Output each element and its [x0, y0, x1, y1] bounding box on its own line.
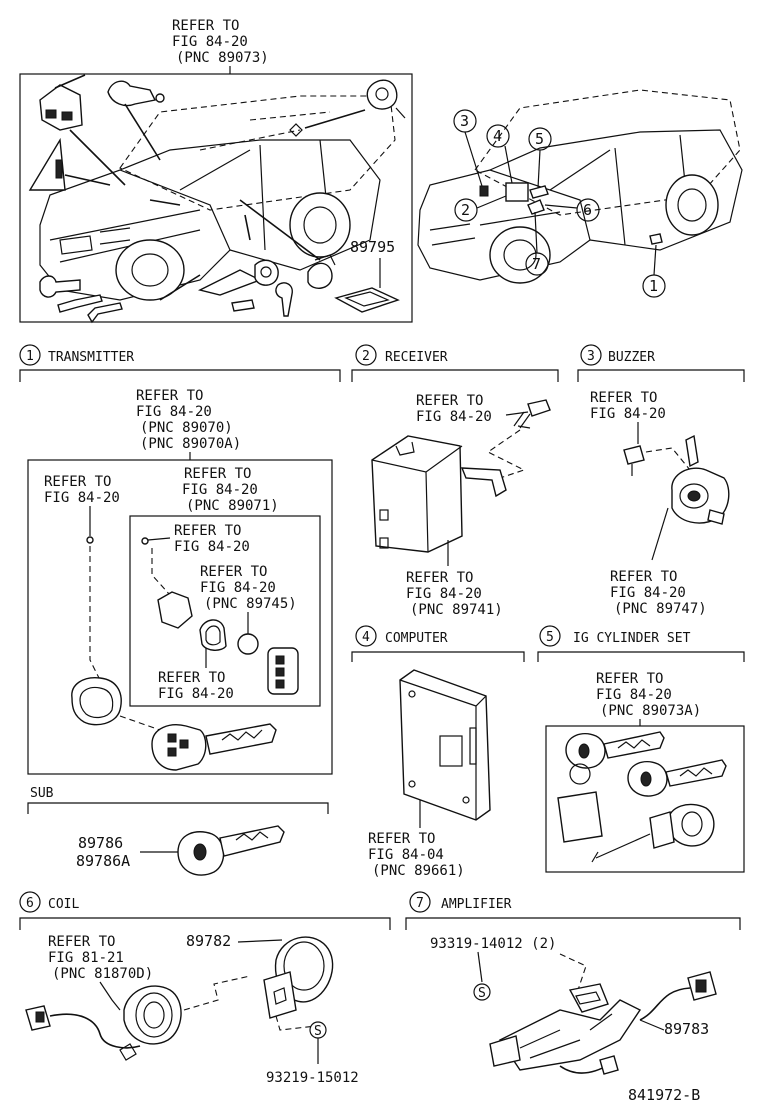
section-buzzer: 3 BUZZER REFER TO FIG 84-20 REFER TO FIG… — [577, 344, 745, 617]
computer-refer-2: FIG 84-04 — [368, 847, 444, 863]
receiver-refer-bottom-3: (PNC 89741) — [410, 602, 503, 618]
coil-refer-2: FIG 81-21 — [48, 950, 124, 966]
transmitter-refer-inner-c-1: REFER TO — [158, 670, 225, 686]
transmitter-refer-inner-b-1: REFER TO — [200, 564, 267, 580]
computer-refer-1: REFER TO — [368, 831, 435, 847]
coil-bolt-part: 93219-15012 — [266, 1070, 359, 1086]
receiver-refer-top-2: FIG 84-20 — [416, 409, 492, 425]
callout-5-label: 5 — [535, 130, 544, 148]
vehicle-left-illustration — [39, 95, 396, 301]
section-transmitter-number: 1 — [26, 349, 34, 364]
top-left-frame — [19, 73, 413, 323]
section-amplifier: 7 AMPLIFIER 93319-14012 (2) S 89783 — [405, 891, 741, 1075]
transmitter-refer-inner-top-3: (PNC 89071) — [186, 498, 279, 514]
callout-1-label: 1 — [649, 277, 658, 295]
callout-6-label: 6 — [583, 201, 592, 219]
callout-3-label: 3 — [460, 112, 469, 130]
section-receiver-number: 2 — [362, 349, 370, 364]
amplifier-bolt-symbol — [473, 983, 491, 1001]
section-receiver-title: RECEIVER — [385, 350, 448, 365]
transmitter-refer-inner-a-1: REFER TO — [174, 523, 241, 539]
receiver-refer-bottom-2: FIG 84-20 — [406, 586, 482, 602]
part-89795: 89795 — [334, 238, 400, 313]
transmitter-refer-inner-b-2: FIG 84-20 — [200, 580, 276, 596]
transmitter-frame — [27, 459, 333, 775]
sub-part-89786: 89786 — [78, 834, 123, 852]
coil-refer-1: REFER TO — [48, 934, 115, 950]
coil-part-89782: 89782 — [186, 932, 231, 950]
section-amplifier-title: AMPLIFIER — [441, 897, 512, 912]
section-computer: 4 COMPUTER REFER TO FIG 84-04 (PNC 89661… — [351, 625, 525, 879]
part-number-89795: 89795 — [350, 238, 395, 256]
computer-refer-3: (PNC 89661) — [372, 863, 465, 879]
callout-7-label: 7 — [532, 255, 541, 273]
section-ig-cylinder-title: IG CYLINDER SET — [573, 631, 691, 646]
amplifier-part-89783: 89783 — [664, 1020, 709, 1038]
diagram-id: 841972-B — [628, 1086, 700, 1104]
section-coil-number: 6 — [26, 896, 34, 911]
transmitter-refer-inner-b-3: (PNC 89745) — [204, 596, 297, 612]
ig-cylinder-refer-1: REFER TO — [596, 671, 663, 687]
vehicle-right-illustration — [417, 89, 743, 284]
receiver-refer-top-1: REFER TO — [416, 393, 483, 409]
buzzer-refer-bottom-2: FIG 84-20 — [610, 585, 686, 601]
top-left-refer: REFER TO FIG 84-20 (PNC 89073) — [172, 18, 269, 74]
transmitter-refer-left-2: FIG 84-20 — [44, 490, 120, 506]
callout-2 — [454, 198, 478, 222]
coil-refer-3: (PNC 81870D) — [52, 966, 153, 982]
section-ig-cylinder-number: 5 — [546, 630, 554, 645]
coil-bolt-symbol-label: S — [314, 1024, 322, 1039]
receiver-refer-bottom-1: REFER TO — [406, 570, 473, 586]
section-transmitter: 1 TRANSMITTER REFER TO FIG 84-20 (PNC 89… — [19, 344, 341, 775]
section-transmitter-title: TRANSMITTER — [48, 350, 134, 365]
section-buzzer-title: BUZZER — [608, 350, 655, 365]
callout-4-label: 4 — [493, 127, 502, 145]
top-left-refer-line-2: FIG 84-20 — [172, 34, 248, 50]
buzzer-refer-bottom-3: (PNC 89747) — [614, 601, 707, 617]
top-left-refer-line-3: (PNC 89073) — [176, 50, 269, 66]
ig-cylinder-frame — [545, 725, 745, 873]
transmitter-refer-inner-top-1: REFER TO — [184, 466, 251, 482]
section-ig-cylinder: 5 IG CYLINDER SET REFER TO FIG 84-20 (PN… — [537, 625, 745, 873]
amplifier-bolt-part: 93319-14012 (2) — [430, 936, 556, 952]
transmitter-inner-frame — [129, 515, 321, 707]
transmitter-refer-inner-c-2: FIG 84-20 — [158, 686, 234, 702]
section-computer-number: 4 — [362, 630, 370, 645]
section-receiver: 2 RECEIVER REFER TO FIG 84-20 REFER TO F… — [351, 344, 559, 618]
transmitter-refer-main-2: FIG 84-20 — [136, 404, 212, 420]
section-buzzer-number: 3 — [587, 349, 595, 364]
buzzer-refer-bottom-1: REFER TO — [610, 569, 677, 585]
transmitter-refer-inner-top-2: FIG 84-20 — [182, 482, 258, 498]
transmitter-refer-main-3: (PNC 89070) — [140, 420, 233, 436]
amplifier-bolt-symbol-label: S — [478, 986, 486, 1001]
vehicle-callouts: 3 4 5 2 6 7 1 — [453, 109, 666, 298]
callout-2-label: 2 — [461, 201, 470, 219]
top-left-refer-line-1: REFER TO — [172, 18, 239, 34]
callout-6 — [576, 198, 600, 222]
section-coil: 6 COIL REFER TO FIG 81-21 (PNC 81870D) 8… — [19, 891, 391, 1086]
transmitter-refer-inner-a-2: FIG 84-20 — [174, 539, 250, 555]
sub-title: SUB — [30, 786, 54, 801]
buzzer-refer-top-2: FIG 84-20 — [590, 406, 666, 422]
ig-cylinder-refer-3: (PNC 89073A) — [600, 703, 701, 719]
section-computer-title: COMPUTER — [385, 631, 448, 646]
transmitter-refer-main-4: (PNC 89070A) — [140, 436, 241, 452]
callout-4 — [486, 124, 510, 148]
sub-part-89786a: 89786A — [76, 852, 130, 870]
section-coil-title: COIL — [48, 897, 79, 912]
vehicle-left-parts — [28, 74, 406, 324]
transmitter-refer-left-1: REFER TO — [44, 474, 111, 490]
buzzer-refer-top-1: REFER TO — [590, 390, 657, 406]
section-sub: SUB 89786 89786A — [27, 786, 329, 876]
transmitter-refer-main-1: REFER TO — [136, 388, 203, 404]
section-amplifier-number: 7 — [416, 896, 424, 911]
ig-cylinder-refer-2: FIG 84-20 — [596, 687, 672, 703]
